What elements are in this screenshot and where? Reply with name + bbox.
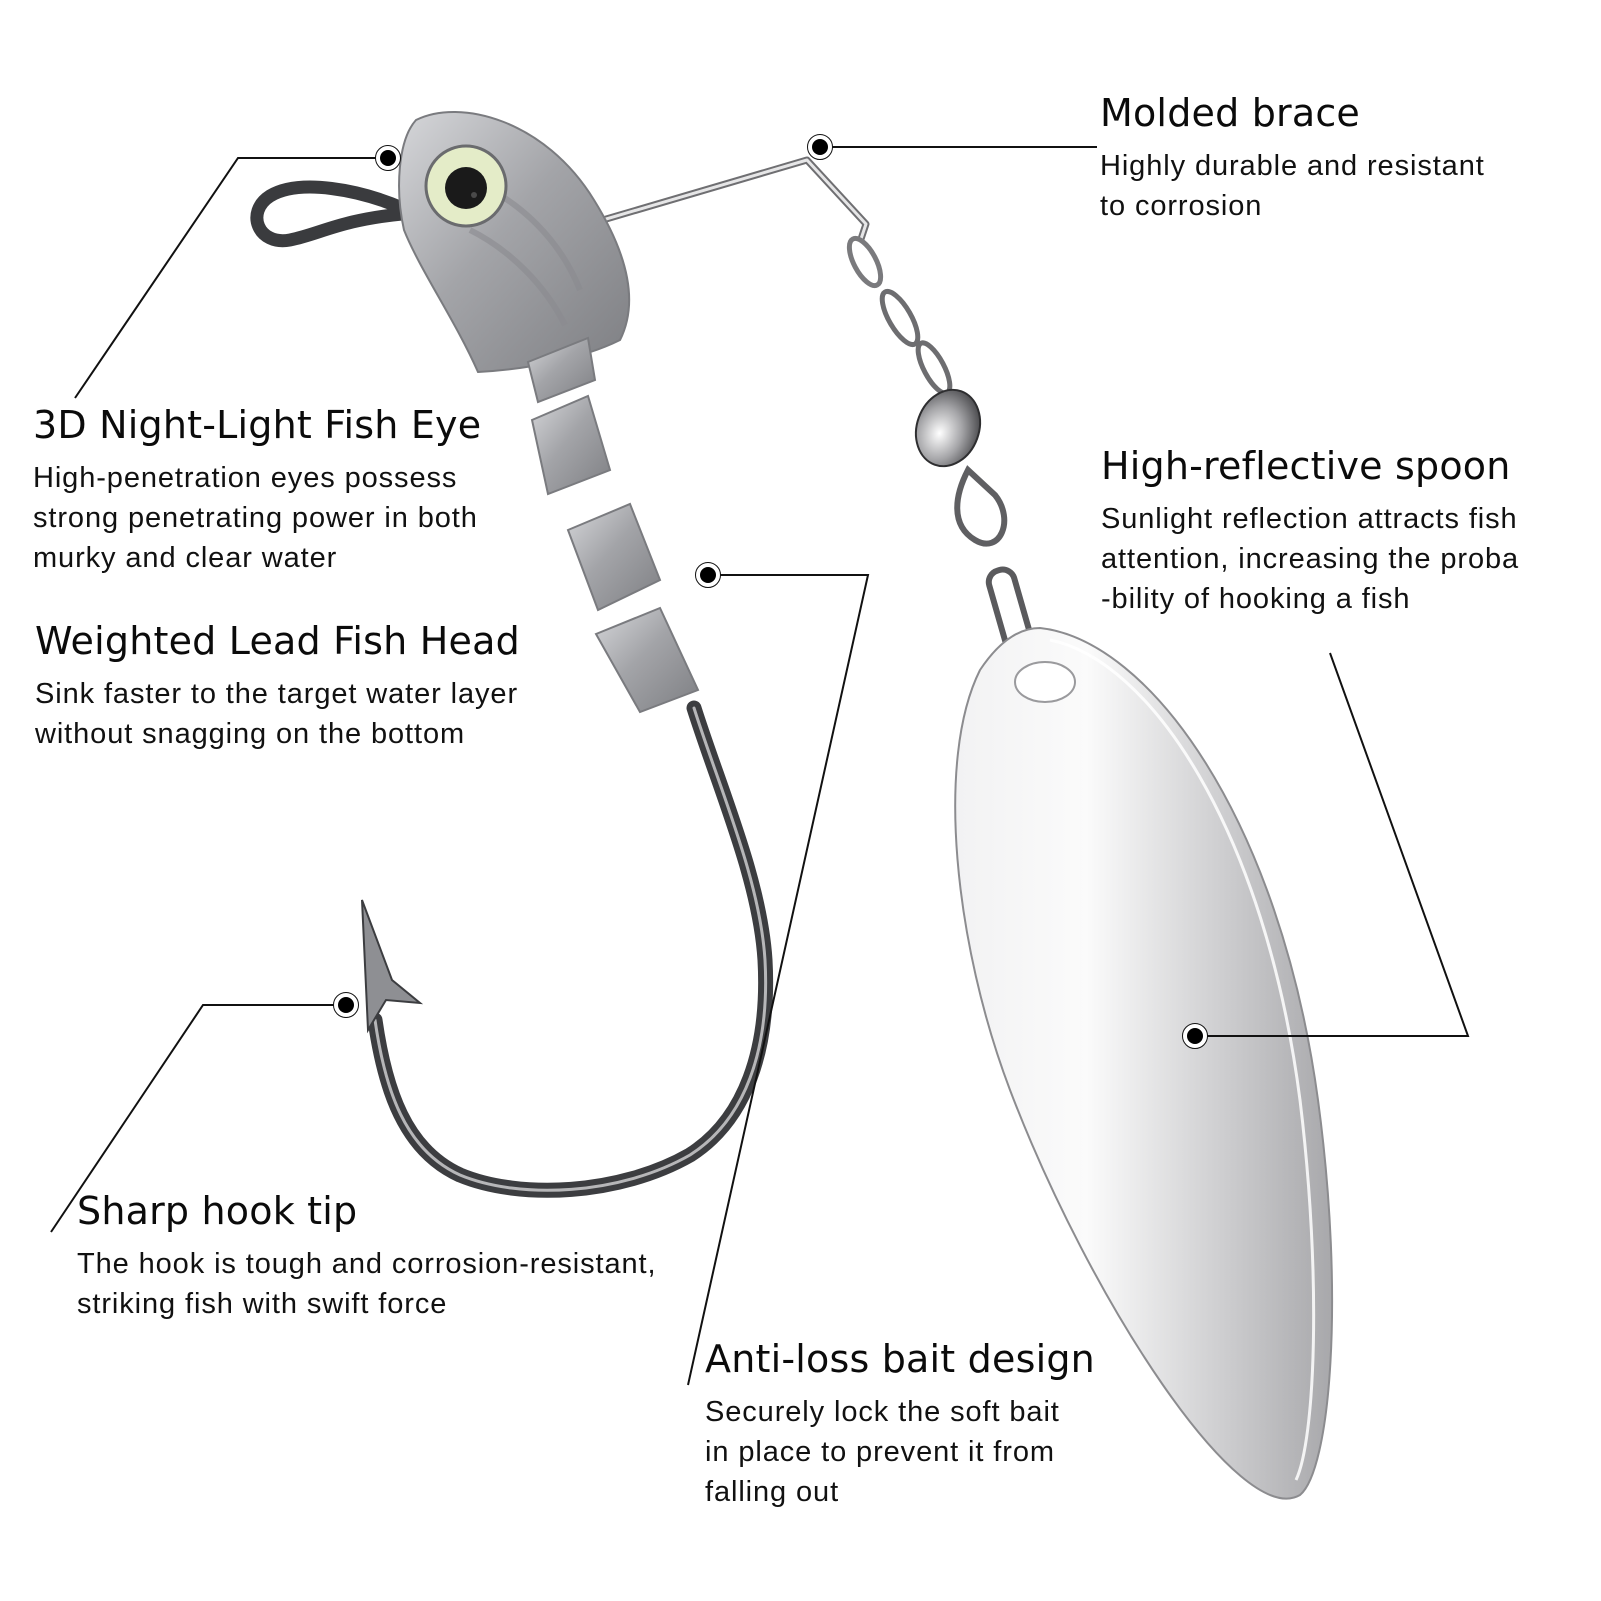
hook [250, 180, 774, 1198]
callout-description: The hook is tough and corrosion-resistan… [77, 1247, 657, 1320]
marker-dot-brace [807, 134, 833, 160]
leader-lines [50, 146, 1470, 1386]
marker-dot-eye [375, 145, 401, 171]
callout-title: High-reflective spoon [1101, 444, 1511, 488]
callout-description: Sunlight reflection attracts fish attent… [1101, 502, 1520, 615]
marker-dot-anti-loss [695, 562, 721, 588]
callout-spoon: High-reflective spoon Sunlight reflectio… [1101, 444, 1520, 619]
callout-anti-loss: Anti-loss bait design Securely lock the … [705, 1337, 1095, 1512]
leader-line-hook-tip [50, 1004, 346, 1233]
willow-blade [954, 626, 1334, 1500]
wire-brace [595, 156, 953, 396]
marker-dot-spoon [1182, 1023, 1208, 1049]
callout-title: Weighted Lead Fish Head [35, 619, 520, 663]
callout-molded-brace: Molded brace Highly durable and resistan… [1100, 91, 1485, 226]
fish-eye [424, 144, 508, 228]
callout-fish-eye: 3D Night-Light Fish Eye High-penetration… [33, 403, 482, 578]
callout-title: Sharp hook tip [77, 1189, 358, 1233]
callout-description: High-penetration eyes possess strong pen… [33, 461, 478, 574]
marker-dot-hook-tip [333, 992, 359, 1018]
callout-title: 3D Night-Light Fish Eye [33, 403, 482, 447]
leader-line-anti-loss [687, 574, 870, 1386]
callout-description: Securely lock the soft bait in place to … [705, 1395, 1060, 1508]
callout-description: Sink faster to the target water layer wi… [35, 677, 519, 750]
leader-line-spoon [1195, 652, 1470, 1037]
callout-lead-head: Weighted Lead Fish Head Sink faster to t… [35, 619, 520, 754]
leader-line-eye [74, 157, 388, 399]
callout-description: Highly durable and resistant to corrosio… [1100, 149, 1485, 222]
callout-title: Molded brace [1100, 91, 1360, 135]
callout-title: Anti-loss bait design [705, 1337, 1095, 1381]
callout-hook-tip: Sharp hook tip The hook is tough and cor… [77, 1189, 657, 1324]
